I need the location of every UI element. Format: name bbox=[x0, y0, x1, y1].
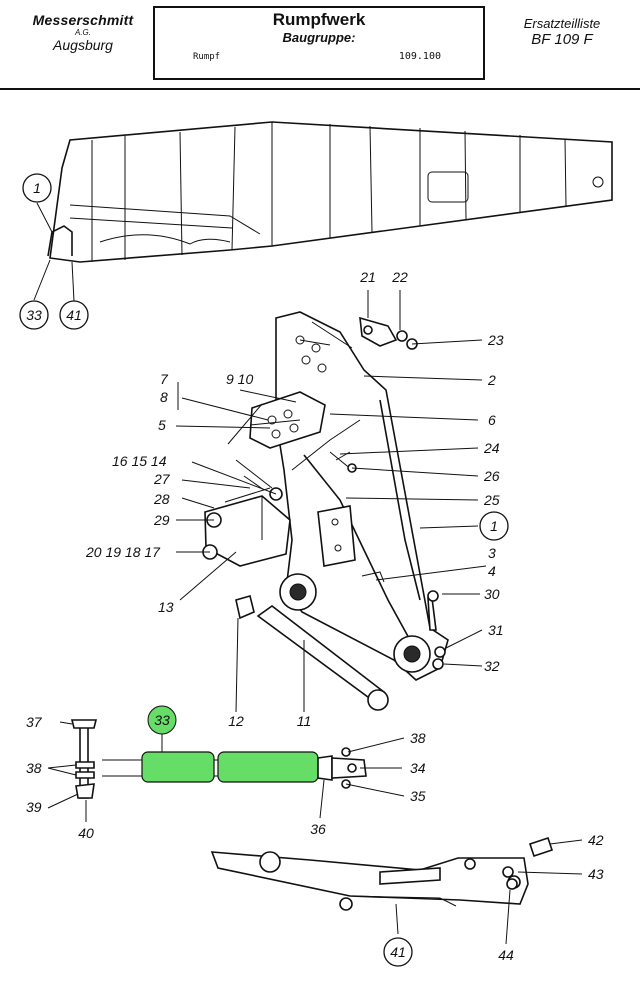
part-label: 39 bbox=[26, 799, 42, 815]
company-city: Augsburg bbox=[53, 37, 113, 53]
part-label: 9 10 bbox=[226, 371, 253, 387]
part-label: 41 bbox=[66, 307, 82, 323]
part-label: 31 bbox=[488, 622, 504, 638]
callout-circle-1-mid bbox=[479, 511, 509, 541]
part-label: 38 bbox=[26, 760, 42, 776]
frame-bracket-assembly bbox=[202, 311, 449, 711]
part-label: 32 bbox=[484, 658, 500, 674]
rod-section-33-right bbox=[217, 751, 319, 783]
control-rod-assembly bbox=[70, 719, 367, 799]
part-label: 33 bbox=[26, 307, 42, 323]
rod-section-33-left bbox=[141, 751, 215, 783]
company-suffix: A.G. bbox=[74, 28, 91, 37]
part-label: 21 bbox=[359, 269, 376, 285]
list-title-block: Ersatzteilliste BF 109 F bbox=[492, 16, 632, 48]
part-label: 37 bbox=[26, 714, 43, 730]
part-label: 30 bbox=[484, 586, 500, 602]
part-label: 36 bbox=[310, 821, 326, 837]
part-label: 24 bbox=[483, 440, 500, 456]
header-bar: Messerschmitt A.G. Augsburg Rumpfwerk Ba… bbox=[0, 0, 640, 90]
fuselage-overview bbox=[47, 121, 613, 263]
part-label: 8 bbox=[160, 389, 168, 405]
list-title: Ersatzteilliste bbox=[523, 16, 601, 31]
company-block: Messerschmitt A.G. Augsburg bbox=[18, 12, 148, 53]
part-label: 13 bbox=[158, 599, 174, 615]
part-label: 29 bbox=[153, 512, 170, 528]
callout-circle-41-bottom bbox=[383, 937, 413, 967]
part-label: 41 bbox=[390, 944, 406, 960]
bottom-bracket bbox=[210, 836, 554, 911]
part-label: 22 bbox=[391, 269, 408, 285]
part-label: 35 bbox=[410, 788, 426, 804]
part-label: 1 bbox=[33, 180, 41, 196]
part-label: 44 bbox=[498, 947, 514, 963]
part-label: 42 bbox=[588, 832, 604, 848]
callout-circle-33-highlight bbox=[147, 705, 177, 735]
part-label: 23 bbox=[487, 332, 504, 348]
group-number: 109.100 bbox=[398, 51, 441, 62]
part-label: 25 bbox=[483, 492, 500, 508]
company-logo: Messerschmitt bbox=[32, 12, 134, 28]
group-name: Rumpf bbox=[193, 52, 221, 62]
part-labels: 1 33 41 21 22 23 2 7 8 9 10 5 6 24 16 15… bbox=[26, 180, 604, 963]
part-label: 1 bbox=[490, 518, 498, 534]
part-label: 5 bbox=[158, 417, 166, 433]
part-label: 3 bbox=[488, 545, 496, 561]
title-box: Rumpfwerk Baugruppe: Rumpf 109.100 bbox=[153, 6, 485, 80]
part-label: 26 bbox=[483, 468, 500, 484]
part-label: 11 bbox=[297, 713, 312, 729]
callout-circle-33-top bbox=[19, 300, 49, 330]
part-label: 40 bbox=[78, 825, 94, 841]
group-label: Baugruppe: bbox=[282, 30, 356, 45]
part-label: 34 bbox=[410, 760, 426, 776]
callout-circle-1-top bbox=[22, 173, 52, 203]
part-label: 16 15 14 bbox=[112, 453, 167, 469]
part-label: 20 19 18 17 bbox=[85, 544, 161, 560]
part-label: 2 bbox=[487, 372, 496, 388]
part-label: 6 bbox=[488, 412, 496, 428]
part-label: 12 bbox=[228, 713, 244, 729]
part-label: 38 bbox=[410, 730, 426, 746]
section-title: Rumpfwerk bbox=[272, 10, 366, 29]
part-label: 43 bbox=[588, 866, 604, 882]
part-label: 4 bbox=[488, 563, 496, 579]
part-label: 7 bbox=[160, 371, 169, 387]
part-label: 28 bbox=[153, 491, 170, 507]
part-label: 27 bbox=[153, 471, 171, 487]
aircraft-model: BF 109 F bbox=[531, 31, 593, 48]
part-label: 33 bbox=[154, 712, 170, 728]
leader-lines bbox=[33, 202, 583, 945]
callout-circle-41-top bbox=[59, 300, 89, 330]
